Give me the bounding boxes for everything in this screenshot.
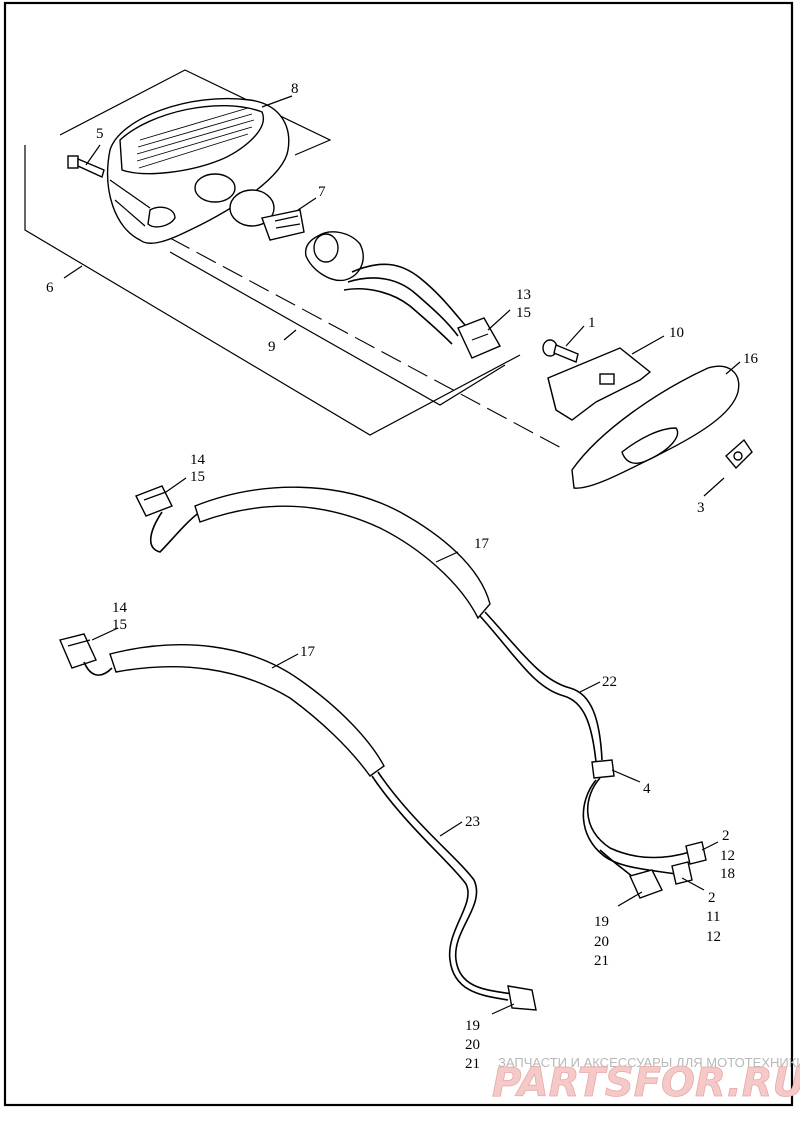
callout-8: 8 (291, 81, 299, 97)
callout-2: 2 (722, 828, 730, 844)
bulb-7 (229, 189, 305, 241)
lower-harness (59, 633, 537, 1011)
watermark-tagline: ЗАПЧАСТИ И АКСЕССУАРЫ ДЛЯ МОТОТЕХНИКИ (498, 1055, 800, 1070)
watermark: ЗАПЧАСТИ И АКСЕССУАРЫ ДЛЯ МОТОТЕХНИКИ PA… (492, 1055, 800, 1106)
callout-16: 16 (743, 351, 759, 367)
callout-15: 15 (112, 617, 127, 633)
callout-20: 20 (465, 1037, 480, 1053)
callout-19: 19 (465, 1018, 480, 1034)
callout-7: 7 (318, 184, 326, 200)
callout-20: 20 (594, 934, 609, 950)
callout-12: 12 (706, 929, 721, 945)
callout-9: 9 (268, 339, 276, 355)
socket-harness (304, 231, 501, 359)
callout-14: 14 (190, 452, 206, 468)
callout-14: 14 (112, 600, 128, 616)
callout-12: 12 (720, 848, 735, 864)
callout-11: 11 (706, 909, 720, 925)
upper-harness (135, 485, 707, 899)
callout-labels: 1 2 2 3 4 5 6 7 8 9 10 11 12 12 13 14 14… (46, 81, 759, 1072)
group-brackets (24, 69, 566, 451)
callout-15: 15 (516, 305, 531, 321)
callout-5: 5 (96, 126, 104, 142)
callout-1: 1 (588, 315, 596, 331)
callout-10: 10 (669, 325, 684, 341)
watermark-logo: PARTSFOR.RU (492, 1060, 800, 1106)
callout-15: 15 (190, 469, 205, 485)
callout-2: 2 (708, 890, 716, 906)
callout-21: 21 (465, 1056, 480, 1072)
callout-13: 13 (516, 287, 531, 303)
callout-23: 23 (465, 814, 480, 830)
lamp-housing (106, 97, 290, 244)
callout-6: 6 (46, 280, 54, 296)
leader-lines (63, 95, 741, 1015)
callout-18: 18 (720, 866, 735, 882)
screw-5 (67, 155, 105, 178)
callout-22: 22 (602, 674, 617, 690)
license-lamp (542, 339, 753, 489)
callout-21: 21 (594, 953, 609, 969)
callout-3: 3 (697, 500, 705, 516)
callout-17: 17 (300, 644, 316, 660)
callout-4: 4 (643, 781, 651, 797)
callout-17: 17 (474, 536, 490, 552)
diagram-border (3, 1, 794, 1107)
callout-19: 19 (594, 914, 609, 930)
